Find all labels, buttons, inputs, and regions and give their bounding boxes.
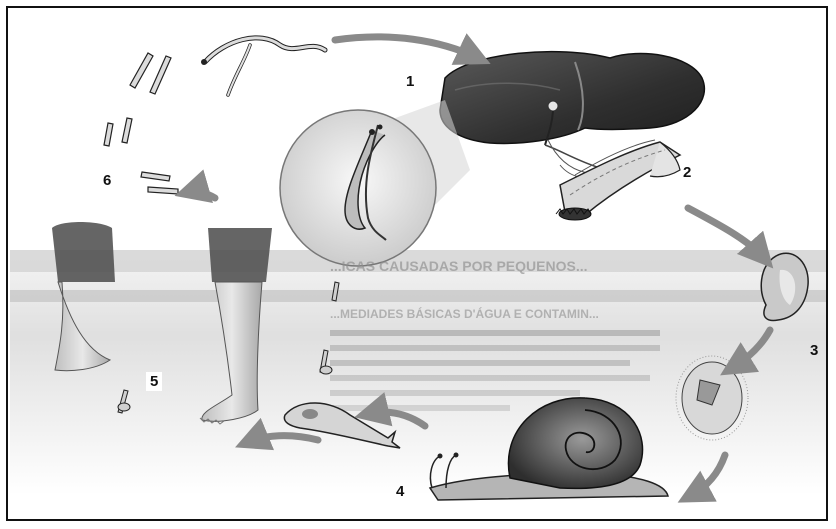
intestine-illustration (545, 140, 680, 220)
background-heading: ...ICAS CAUSADAS POR PEQUENOS... (330, 258, 587, 274)
stage-label-6: 6 (103, 173, 111, 188)
adult-worms-top (201, 38, 325, 95)
stage-label-2: 2 (683, 165, 691, 180)
liver-illustration (440, 52, 704, 145)
magnified-worm-pair (280, 100, 470, 266)
schistosomula-group (104, 53, 178, 194)
stage-label-4: 4 (396, 484, 404, 499)
stage-label-5: 5 (146, 372, 162, 391)
stage-label-3: 3 (810, 343, 818, 358)
stage-label-1: 1 (406, 74, 414, 89)
background-subheading: ...MEDIADES BÁSICAS D'ÁGUA E CONTAMIN... (330, 307, 599, 321)
